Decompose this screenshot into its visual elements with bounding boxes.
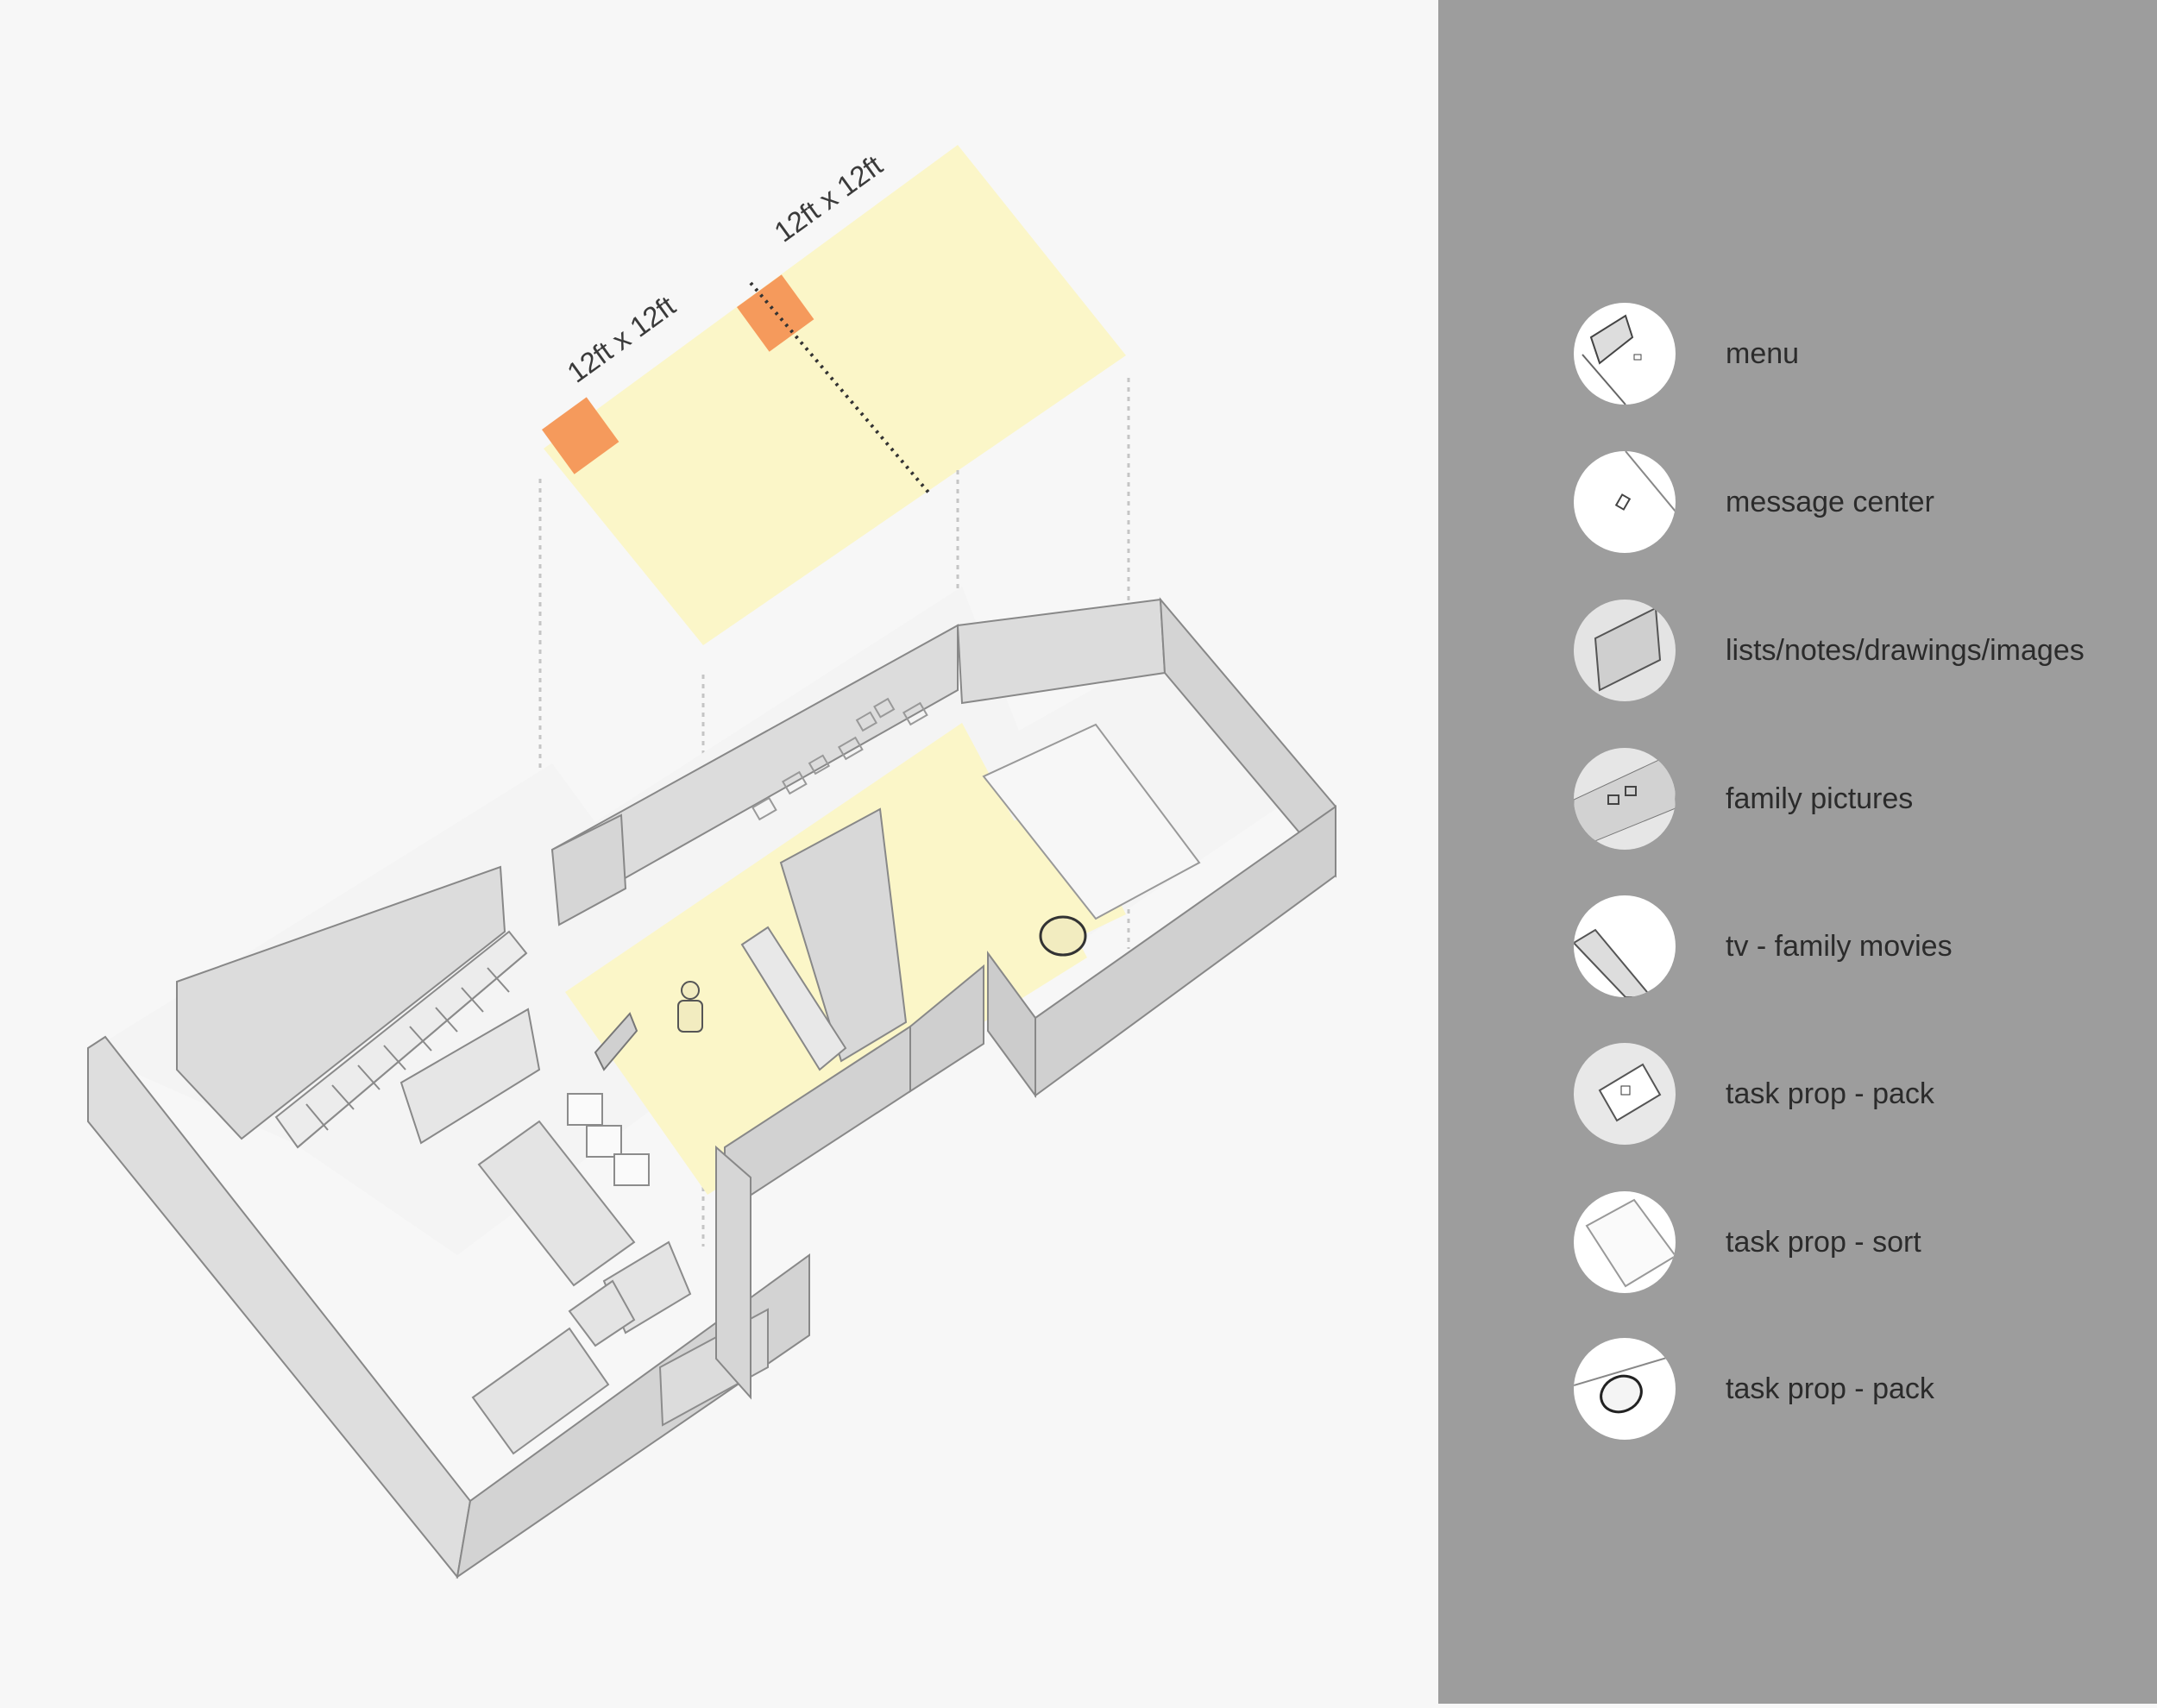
living-furniture <box>471 1093 769 1455</box>
legend-item-pack: task prop - pack <box>1574 1043 2126 1146</box>
legend-item-message-center: message center <box>1574 451 2126 555</box>
sideboard <box>399 1008 541 1145</box>
legend-label: task prop - sort <box>1726 1226 1921 1259</box>
bed <box>982 723 1201 920</box>
legend-label: family pictures <box>1726 782 1914 815</box>
wall-center-right <box>909 964 984 1093</box>
person-figure <box>677 981 703 1033</box>
staircase <box>274 930 528 1149</box>
legend-item-notes: lists/notes/drawings/images <box>1574 600 2126 703</box>
kitchen-tv <box>594 1012 638 1071</box>
legend-label: message center <box>1726 486 1934 518</box>
legend-item-suitcase: task prop - pack <box>1574 1338 2126 1441</box>
legend-item-menu: menu <box>1574 303 2126 406</box>
projection-plane <box>544 145 1126 645</box>
legend-label: task prop - pack <box>1726 1372 1934 1405</box>
tv-icon <box>1574 895 1676 997</box>
sensor-marker-a <box>542 397 619 474</box>
axonometric-floorplan: 12ft x 12ft 12ft x 12ft <box>87 145 1336 1579</box>
wall-frames <box>751 697 928 821</box>
legend-label: task prop - pack <box>1726 1077 1934 1110</box>
legend-label: menu <box>1726 337 1800 370</box>
bedroom-suitcase <box>1039 915 1087 957</box>
legend-label: tv - family movies <box>1726 930 1953 963</box>
legend-item-sort: task prop - sort <box>1574 1191 2126 1295</box>
suitcase-icon <box>1574 1338 1676 1440</box>
floorplan-drawing: 12ft x 12ft 12ft x 12ft <box>87 145 1336 1579</box>
wall-bedroom-left <box>987 950 1036 1099</box>
family-pictures-icon <box>1574 748 1676 850</box>
wall-pantry <box>550 813 627 926</box>
menu-screen-icon <box>1574 303 1676 405</box>
sort-prop-icon <box>1574 1191 1676 1293</box>
kitchen-counter <box>740 926 847 1071</box>
legend-item-family-pictures: family pictures <box>1574 748 2126 851</box>
legend-label: lists/notes/drawings/images <box>1726 634 2085 667</box>
wall-living-right <box>715 1145 751 1400</box>
wall-kitchen-partition <box>779 807 908 1063</box>
legend-item-tv: tv - family movies <box>1574 895 2126 999</box>
wall-living-back <box>176 865 506 1140</box>
pack-prop-icon <box>1574 1043 1676 1145</box>
notes-board-icon <box>1574 600 1676 701</box>
message-center-icon <box>1574 451 1676 553</box>
legend-panel: menu message center lists/notes/drawings… <box>1438 0 2157 1704</box>
